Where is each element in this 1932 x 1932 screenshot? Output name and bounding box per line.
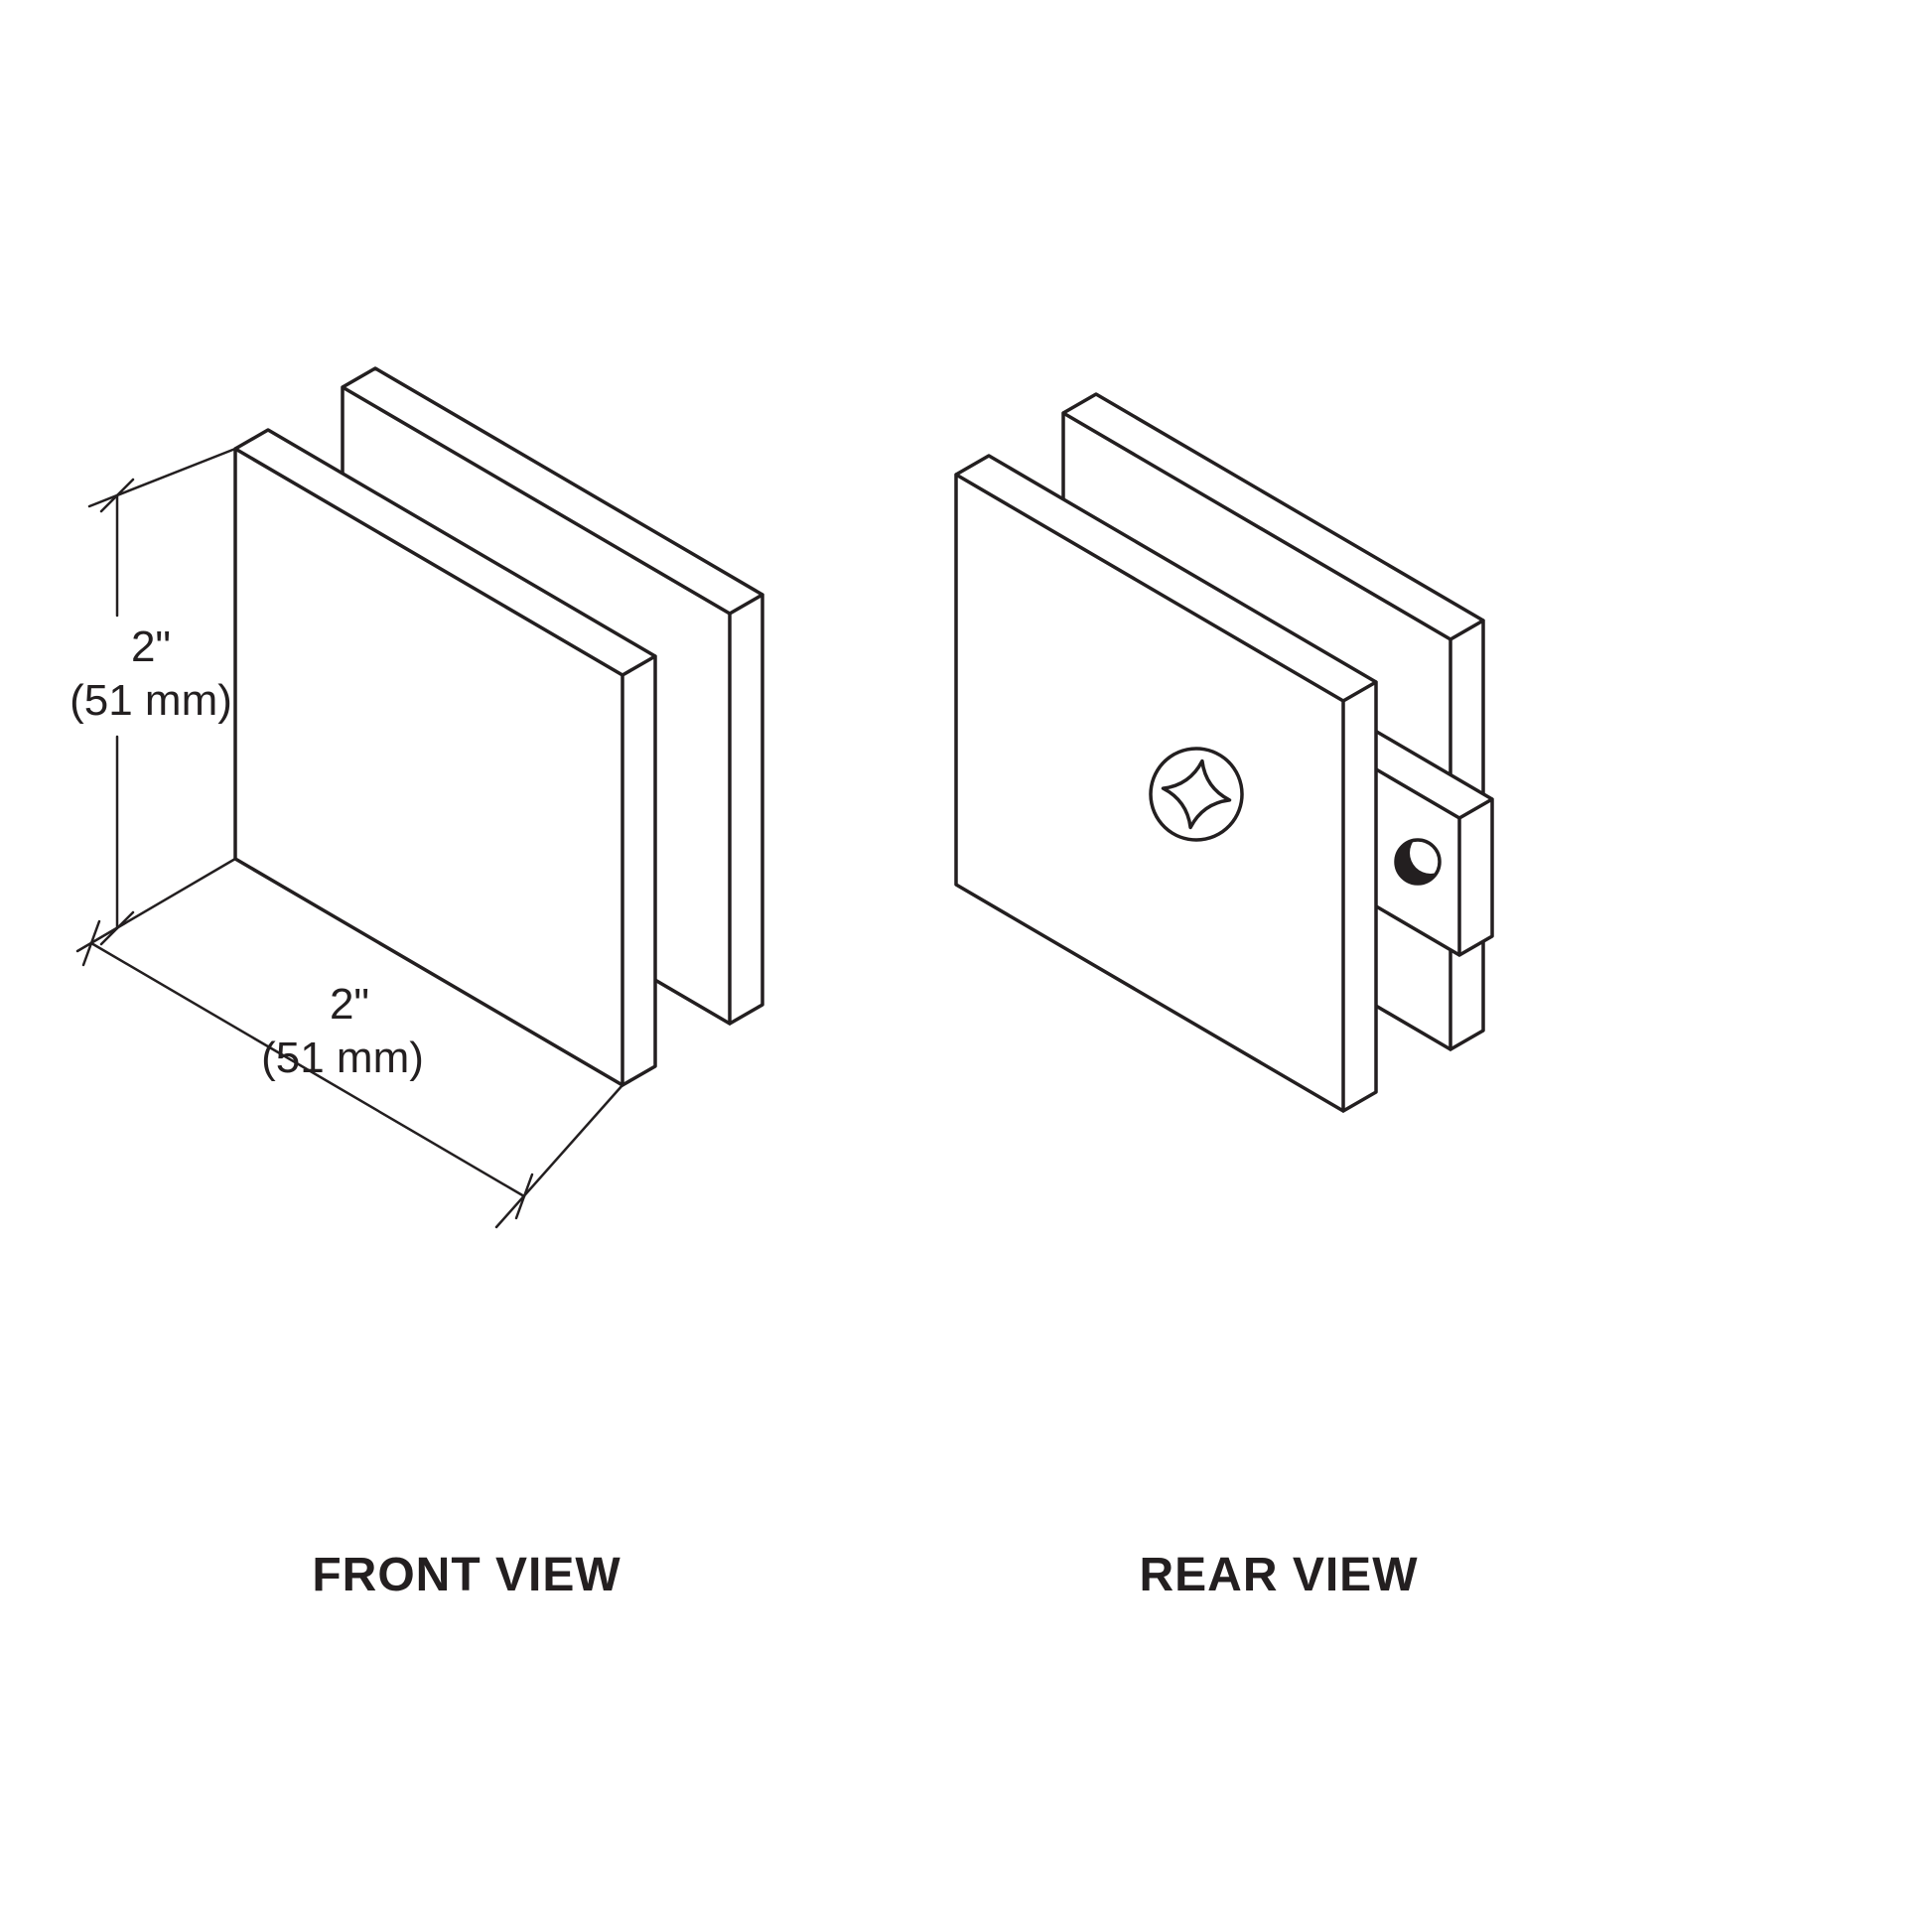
height-dim-metric-label: (51 mm) xyxy=(69,676,232,725)
phillips-screw-icon xyxy=(1149,747,1244,842)
rear-view-title: REAR VIEW xyxy=(1139,1549,1418,1601)
width-dim-value-label: 2" xyxy=(330,980,369,1029)
dimension-extension-lines xyxy=(75,447,624,1229)
screw-head-outline xyxy=(1149,747,1244,842)
mounting-hole-icon xyxy=(1394,838,1442,886)
screw-cross-recess xyxy=(1161,759,1232,830)
rear-view-front-plate xyxy=(954,454,1378,1113)
hole-outline xyxy=(1394,838,1442,886)
width-dimension-line xyxy=(89,941,526,1198)
front-view-title: FRONT VIEW xyxy=(312,1549,621,1601)
height-dim-value-label: 2" xyxy=(131,622,171,671)
dimension-tick-marks xyxy=(81,478,534,1220)
width-dim-metric-label: (51 mm) xyxy=(261,1034,424,1082)
rear-view-drawing xyxy=(954,392,1494,1113)
front-view-drawing: 2" (51 mm) 2" (51 mm) xyxy=(69,366,764,1229)
hole-highlight xyxy=(1410,840,1440,874)
hole-shading xyxy=(1396,840,1440,884)
